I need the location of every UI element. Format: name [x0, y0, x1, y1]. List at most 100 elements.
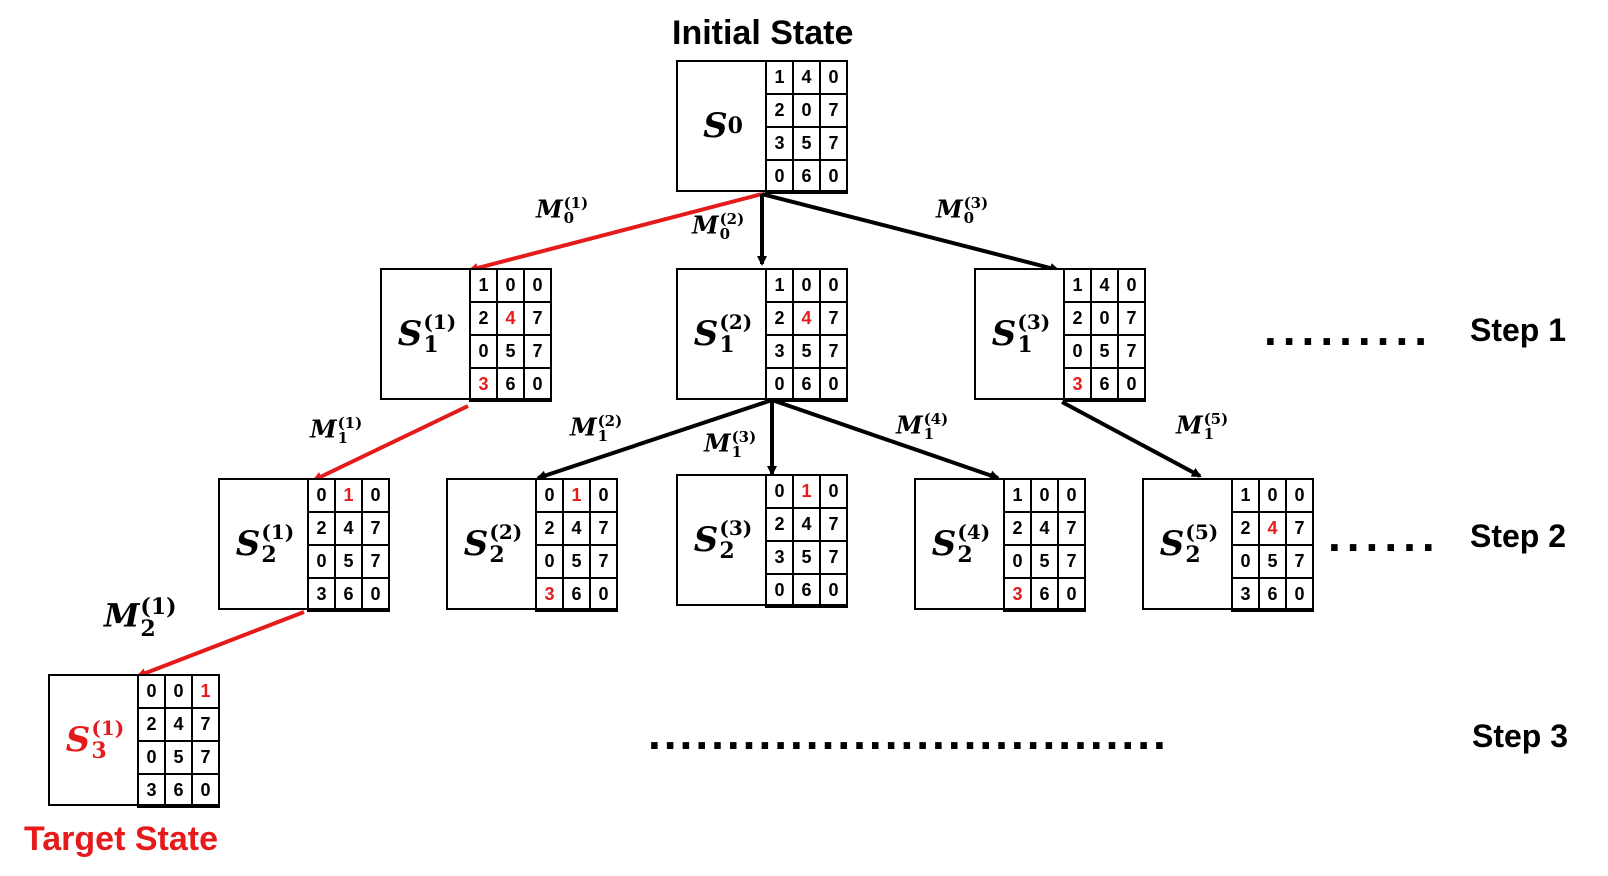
grid-cell: 7	[1117, 334, 1146, 369]
grid-cell: 6	[792, 573, 821, 608]
grid-cell: 3	[535, 577, 564, 612]
grid-cell: 0	[523, 268, 552, 303]
grid-cell: 5	[1258, 544, 1287, 579]
grid-cell: 1	[191, 674, 220, 709]
state-label: S(1)2	[220, 480, 310, 608]
state-subscript: 2	[1185, 542, 1201, 568]
grid-cell: 0	[307, 478, 336, 513]
edge-s1-3-s2-5	[1061, 400, 1202, 478]
step-2-label: Step 2	[1470, 518, 1567, 554]
grid-cell: 7	[1117, 301, 1146, 336]
state-label: S(5)2	[1144, 480, 1234, 608]
move-label-m1-3: M(3)1	[704, 428, 757, 461]
grid-cell: 0	[819, 474, 848, 509]
grid-cell: 0	[361, 577, 390, 612]
state-label: S(3)1	[976, 270, 1066, 398]
state-superscript: (4)	[957, 520, 991, 544]
state-symbol: S	[703, 106, 728, 146]
grid-cell: 0	[819, 60, 848, 95]
state-superscript: (1)	[423, 310, 457, 334]
grid-cell: 4	[496, 301, 525, 336]
grid-cell: 7	[589, 544, 618, 579]
state-symbol: S	[931, 524, 957, 564]
grid-cell: 1	[765, 60, 794, 95]
grid-cell: 2	[535, 511, 564, 546]
grid-cell: 0	[1090, 301, 1119, 336]
grid-cell: 1	[792, 474, 821, 509]
grid-cell: 7	[191, 707, 220, 742]
grid-cell: 3	[1003, 577, 1032, 612]
state-superscript: (3)	[1017, 310, 1051, 334]
state-subscript: 3	[91, 738, 107, 764]
grid-cell: 5	[334, 544, 363, 579]
state-subscript: 2	[261, 542, 277, 568]
grid-cell: 0	[137, 740, 166, 775]
grid-cell: 0	[792, 268, 821, 303]
grid-cell: 0	[361, 478, 390, 513]
grid-cell: 0	[1258, 478, 1287, 513]
grid-cell: 5	[792, 126, 821, 161]
grid-cell: 1	[1003, 478, 1032, 513]
grid-cell: 0	[1285, 478, 1314, 513]
grid-cell: 4	[562, 511, 591, 546]
grid-cell: 0	[1117, 268, 1146, 303]
grid-cell: 0	[523, 367, 552, 402]
move-label-m2-1: M(1)2	[104, 594, 177, 642]
grid-cell: 1	[765, 268, 794, 303]
grid-cell: 7	[819, 301, 848, 336]
state-subscript: 2	[719, 538, 735, 564]
state-symbol: S	[991, 314, 1017, 354]
move-label-m1-4: M(4)1	[896, 410, 949, 443]
state-superscript: (1)	[261, 520, 295, 544]
state-label: S(1)1	[382, 270, 472, 398]
grid-cell: 3	[307, 577, 336, 612]
grid-cell: 5	[562, 544, 591, 579]
grid-cell: 6	[1090, 367, 1119, 402]
grid-cell: 5	[164, 740, 193, 775]
grid-cell: 1	[1231, 478, 1260, 513]
move-label-m1-5: M(5)1	[1176, 410, 1229, 443]
state-subscript: 0	[727, 113, 743, 139]
grid-cell: 6	[164, 773, 193, 808]
step-1-label: Step 1	[1470, 312, 1567, 348]
grid-cell: 1	[1063, 268, 1092, 303]
step-2-ellipsis: ......	[1328, 509, 1441, 561]
grid-cell: 0	[164, 674, 193, 709]
grid-cell: 5	[1030, 544, 1059, 579]
state-symbol: S	[235, 524, 261, 564]
grid-cell: 0	[1231, 544, 1260, 579]
grid-cell: 0	[765, 159, 794, 194]
grid-cell: 0	[1285, 577, 1314, 612]
grid-cell: 0	[1030, 478, 1059, 513]
grid-cell: 0	[819, 573, 848, 608]
grid-cell: 3	[765, 540, 794, 575]
grid-cell: 2	[469, 301, 498, 336]
grid-cell: 0	[1117, 367, 1146, 402]
state-symbol: S	[65, 720, 91, 760]
grid-cell: 0	[765, 474, 794, 509]
initial-state-title: Initial State	[672, 14, 854, 52]
grid-cell: 3	[469, 367, 498, 402]
step-3-label: Step 3	[1472, 718, 1569, 754]
grid-cell: 3	[765, 334, 794, 369]
grid-cell: 7	[819, 507, 848, 542]
state-superscript: (5)	[1185, 520, 1219, 544]
grid-cell: 7	[589, 511, 618, 546]
grid-cell: 3	[1231, 577, 1260, 612]
step-3-ellipsis: .................................	[648, 707, 1169, 759]
grid-cell: 7	[523, 301, 552, 336]
grid-cell: 6	[496, 367, 525, 402]
grid-cell: 7	[1057, 511, 1086, 546]
